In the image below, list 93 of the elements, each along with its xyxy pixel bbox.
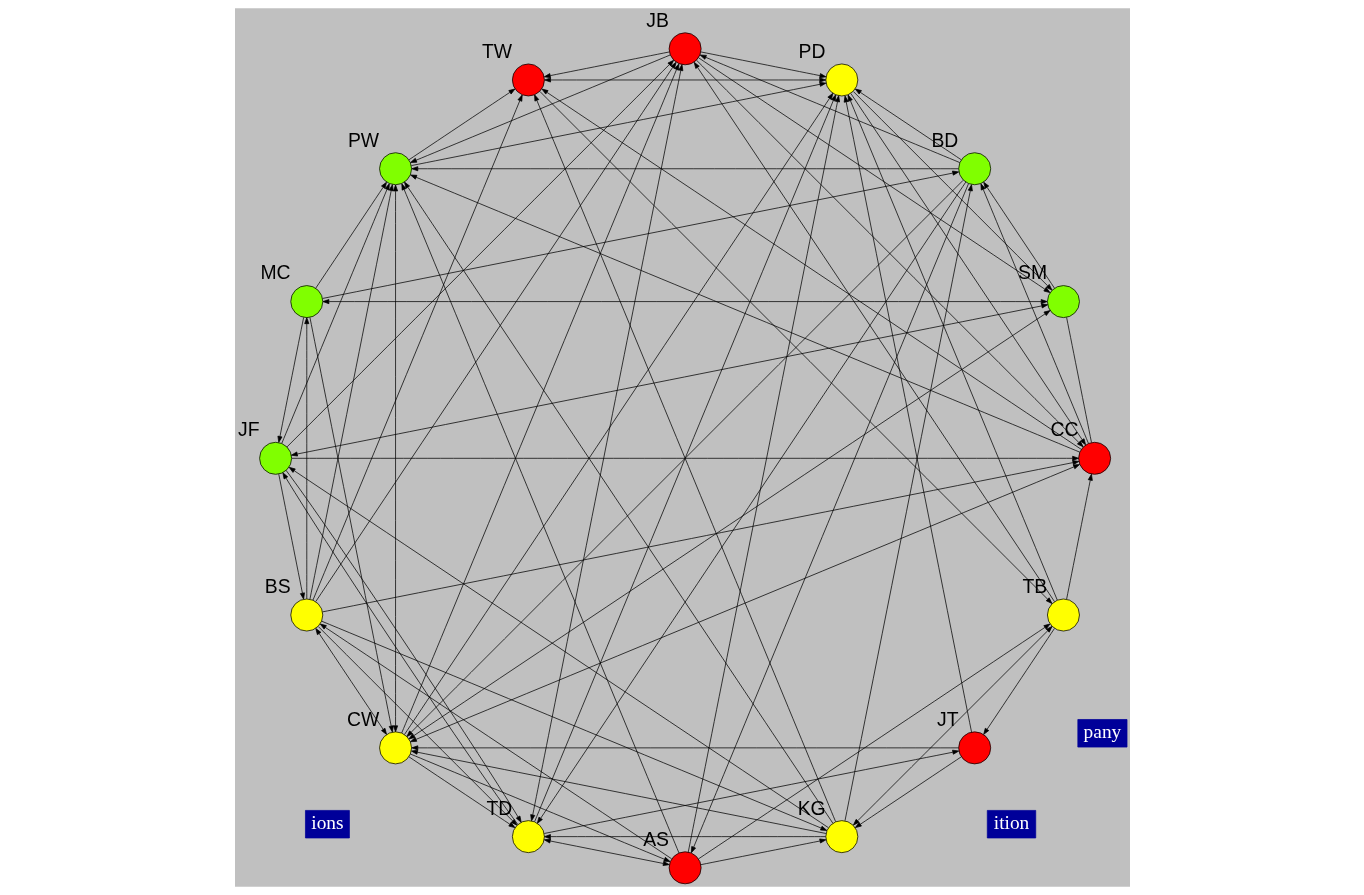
arrow [982,628,1055,735]
arrow [291,455,1079,461]
arrow [403,181,833,824]
node-label: JB [645,8,669,31]
arrow [533,94,836,822]
arrow [309,317,394,733]
arrow [695,59,1083,448]
arrow [410,81,826,166]
arrow [700,51,826,79]
arrow [288,467,829,829]
arrow [317,626,517,826]
node-circle [289,598,323,632]
node-circle [289,285,323,318]
arrow [321,170,959,299]
arrow [319,623,672,860]
arrow [854,88,962,161]
arrow [410,745,959,751]
arrow [543,838,670,866]
arrow [409,54,671,163]
arrow [400,183,679,854]
arrow [406,179,963,737]
arrow [277,473,305,600]
node-label: JT [936,707,959,730]
arrow [314,181,387,289]
label: ions [310,811,344,833]
label: ition [993,811,1029,833]
arrow [408,88,515,161]
arrow [322,299,1047,305]
arrow [699,54,960,163]
node-circle [957,731,991,765]
arrow [697,57,1050,293]
arrow [309,184,394,600]
node-circle [511,63,545,97]
arrow [529,64,683,822]
arrow [849,93,1086,446]
node-circle [957,152,991,186]
arrow [847,94,1058,601]
arrow [409,753,670,862]
arrow [1065,473,1093,600]
arrow [280,183,390,444]
arrow [409,464,1080,743]
arrow [409,174,1080,453]
node-circle [824,63,858,97]
arrow [408,310,1050,740]
arrow [980,183,1089,444]
node-circle [668,851,701,885]
arrow [320,620,827,831]
arrow [687,95,840,853]
arrow [408,756,515,828]
arrow [403,92,833,735]
arrow [852,626,1052,826]
arrow [852,91,1052,291]
arrow [312,94,523,601]
node-label: PW [347,128,379,151]
arrow [400,63,679,734]
arrow [314,62,676,602]
connector [1065,317,1092,443]
arrow [982,181,1055,289]
arrow [844,184,973,822]
arrow [543,51,670,79]
arrow [543,77,826,83]
node-label: MC [259,261,291,284]
arrow [538,91,1052,604]
arrow [854,756,962,828]
node-circle [378,152,412,186]
arrow [690,183,969,854]
arrow [410,166,959,172]
arrow [277,317,304,443]
arrow [286,59,674,448]
arrow [541,88,1082,450]
node-label: JF [237,418,260,441]
node-label: BS [264,574,291,597]
arrow [410,749,826,834]
arrow [543,834,826,840]
arrow [536,181,966,824]
arrow [843,95,972,733]
arrow [697,623,1050,860]
arrow [392,184,398,733]
node-label: KG [797,796,826,819]
label: pany [1083,720,1121,742]
arrow [303,317,309,600]
node-label: TB [1021,574,1047,597]
node-circle [258,441,292,475]
node-label: CW [346,707,379,730]
arrow [700,838,826,866]
node-label: TW [481,39,512,62]
node-label: CC [1049,418,1078,441]
arrow [693,62,1055,602]
arrow [543,749,959,834]
arrow [314,628,387,735]
arrow [321,460,1079,613]
node-label: PD [798,39,825,62]
node-label: BD [930,128,958,151]
